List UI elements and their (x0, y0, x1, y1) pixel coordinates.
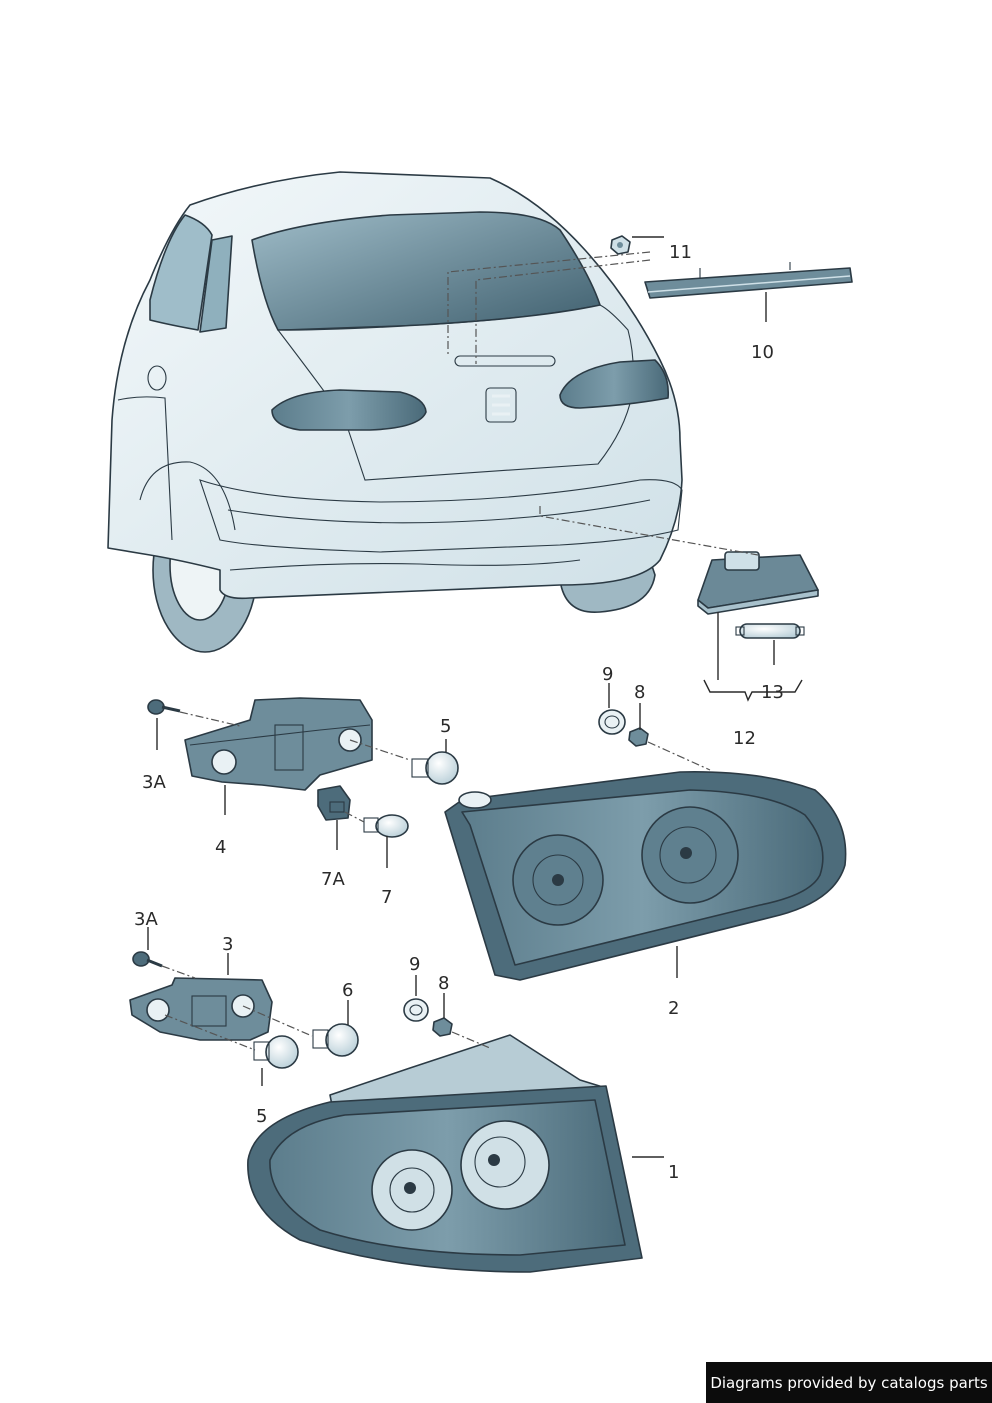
part-9-grommet-upper-icon (598, 709, 626, 735)
callout-3a-lower: 3A (134, 909, 158, 930)
credit-banner: Diagrams provided by catalogs parts (706, 1362, 992, 1403)
callout-3: 3 (222, 934, 233, 955)
part-7-wedge-bulb-icon (363, 814, 409, 838)
part-6-bulb-icon (312, 1023, 359, 1057)
leader-lines (147, 236, 803, 1158)
callout-11: 11 (669, 242, 692, 263)
callout-8-lower: 8 (438, 973, 449, 994)
part-3a-screw-lower-icon (132, 951, 163, 968)
part-8-nut-upper-icon (628, 727, 649, 747)
part-10-third-brake-light (644, 262, 853, 299)
callout-5-lower: 5 (256, 1106, 267, 1127)
callout-4: 4 (215, 837, 226, 858)
car-side-window (149, 214, 213, 331)
part-7a-bulb-socket-icon (317, 785, 351, 821)
part-13-festoon-bulb (735, 623, 805, 639)
car-rear-view (107, 171, 683, 653)
callout-8-upper: 8 (634, 682, 645, 703)
car-bumper-lower-groove (227, 499, 651, 524)
callout-10: 10 (751, 342, 774, 363)
part-1-tail-lamp-outer (247, 1034, 643, 1273)
car-door-handle (147, 365, 167, 391)
callout-3a-upper: 3A (142, 772, 166, 793)
car-third-brake-slot (454, 355, 556, 367)
callout-1: 1 (668, 1162, 679, 1183)
part-4-bulb-holder-upper (184, 697, 373, 791)
part-5-bulb-lower-icon (253, 1035, 299, 1069)
part-9-grommet-lower-icon (403, 998, 429, 1022)
callout-labels: 11 10 13 12 9 8 5 3A 4 7A 7 3A 3 9 8 6 2… (134, 242, 784, 1183)
callout-7: 7 (381, 887, 392, 908)
car-door-line (117, 396, 173, 541)
callout-12: 12 (733, 728, 756, 749)
callout-7a: 7A (321, 869, 345, 890)
car-quarter-window (199, 235, 233, 333)
part-5-bulb-upper-icon (411, 751, 459, 785)
car-badge-icon (485, 387, 517, 423)
car-wheel-arch (139, 461, 236, 531)
car-rear-window (251, 211, 601, 331)
callout-13: 13 (761, 682, 784, 703)
part-11-nut-icon (610, 235, 631, 255)
part-12-license-plate-lamp (697, 551, 819, 615)
part-8-nut-lower-icon (432, 1017, 453, 1037)
car-rear-bumper (199, 479, 683, 553)
callout-9-lower: 9 (409, 954, 420, 975)
car-bumper-valance (229, 559, 581, 571)
part-3-bulb-holder-lower (129, 977, 273, 1041)
callout-9-upper: 9 (602, 664, 613, 685)
part-2-tail-lamp-inner (444, 771, 847, 981)
car-left-tail-lamp (271, 389, 427, 431)
callout-5-upper: 5 (440, 716, 451, 737)
part-3a-screw-upper-icon (147, 699, 181, 715)
car-right-tail-lamp (559, 359, 670, 409)
callout-2: 2 (668, 998, 679, 1019)
callout-6: 6 (342, 980, 353, 1001)
